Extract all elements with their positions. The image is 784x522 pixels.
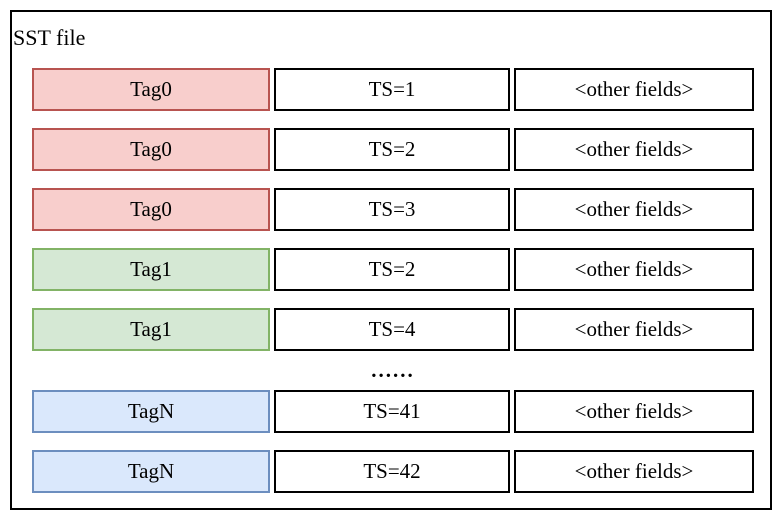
other-fields-cell: <other fields> bbox=[514, 68, 754, 111]
tag-cell: Tag0 bbox=[32, 188, 270, 231]
timestamp-cell: TS=1 bbox=[274, 68, 510, 111]
other-fields-cell: <other fields> bbox=[514, 248, 754, 291]
timestamp-cell: TS=2 bbox=[274, 128, 510, 171]
tag-cell: Tag0 bbox=[32, 128, 270, 171]
tag-cell: Tag1 bbox=[32, 308, 270, 351]
tag-cell: TagN bbox=[32, 450, 270, 493]
record-row-tag0-ts3: Tag0 TS=3 <other fields> bbox=[32, 188, 754, 231]
sst-file-box: SST file Tag0 TS=1 <other fields> Tag0 T… bbox=[10, 10, 772, 510]
timestamp-cell: TS=3 bbox=[274, 188, 510, 231]
timestamp-cell: TS=4 bbox=[274, 308, 510, 351]
timestamp-cell: TS=41 bbox=[274, 390, 510, 433]
tag-cell: Tag1 bbox=[32, 248, 270, 291]
sst-file-title: SST file bbox=[13, 25, 86, 50]
other-fields-cell: <other fields> bbox=[514, 308, 754, 351]
record-rows: Tag0 TS=1 <other fields> Tag0 TS=2 <othe… bbox=[32, 68, 754, 510]
timestamp-cell: TS=42 bbox=[274, 450, 510, 493]
record-row-tag0-ts2: Tag0 TS=2 <other fields> bbox=[32, 128, 754, 171]
ellipsis-more-records: ...... bbox=[371, 357, 415, 382]
timestamp-cell: TS=2 bbox=[274, 248, 510, 291]
record-row-tag1-ts2: Tag1 TS=2 <other fields> bbox=[32, 248, 754, 291]
other-fields-cell: <other fields> bbox=[514, 188, 754, 231]
other-fields-cell: <other fields> bbox=[514, 128, 754, 171]
record-row-tag0-ts1: Tag0 TS=1 <other fields> bbox=[32, 68, 754, 111]
tag-cell: Tag0 bbox=[32, 68, 270, 111]
record-row-tag1-ts4: Tag1 TS=4 <other fields> bbox=[32, 308, 754, 351]
other-fields-cell: <other fields> bbox=[514, 390, 754, 433]
record-row-tagn-ts41: TagN TS=41 <other fields> bbox=[32, 390, 754, 433]
other-fields-cell: <other fields> bbox=[514, 450, 754, 493]
tag-cell: TagN bbox=[32, 390, 270, 433]
record-row-tagn-ts42: TagN TS=42 <other fields> bbox=[32, 450, 754, 493]
